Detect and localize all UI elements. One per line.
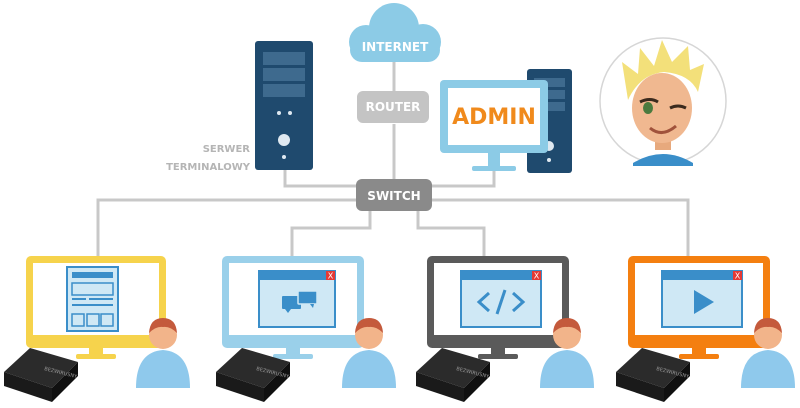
link-switch-ws3 xyxy=(416,210,486,256)
svg-text:X: X xyxy=(534,272,540,281)
workstation-4: X BEZWIRUSNY xyxy=(616,256,795,402)
link-switch-ws2 xyxy=(290,210,372,256)
workstation-3: X BEZWIRUSNY xyxy=(416,256,594,402)
router: ROUTER xyxy=(357,91,429,123)
internet-cloud: INTERNET xyxy=(349,3,441,62)
router-box xyxy=(357,91,429,123)
power-button-icon xyxy=(278,134,290,146)
link-server-switch xyxy=(283,168,358,188)
router-label: ROUTER xyxy=(366,100,421,114)
wireframe-layout-icon xyxy=(66,266,119,332)
workstation-1: BEZWIRUSNY xyxy=(4,256,190,402)
close-icon xyxy=(326,271,335,280)
link-switch-ws1 xyxy=(96,198,358,256)
user-3 xyxy=(540,318,594,388)
svg-text:X: X xyxy=(735,272,741,281)
server-label-line1: SERWER xyxy=(203,144,251,155)
video-player-icon: X xyxy=(661,270,743,328)
avatar-hair xyxy=(622,40,704,100)
user-2 xyxy=(342,318,396,388)
server-label-line2: TERMINALOWY xyxy=(166,162,251,173)
thin-client-1: BEZWIRUSNY xyxy=(4,348,78,402)
internet-label: INTERNET xyxy=(362,40,429,54)
link-switch-ws4 xyxy=(430,198,690,256)
chat-window-icon: X xyxy=(258,270,336,328)
user-4 xyxy=(741,318,795,388)
workstation-2: X BEZWIRUSNY xyxy=(216,256,396,402)
terminal-server: SERWER TERMINALOWY xyxy=(166,41,313,173)
user-icon xyxy=(342,350,396,388)
close-icon xyxy=(733,271,742,280)
switch: SWITCH xyxy=(356,179,432,211)
code-window-icon: X xyxy=(460,270,542,328)
switch-label: SWITCH xyxy=(367,189,420,203)
user-icon xyxy=(136,350,190,388)
link-admin-switch xyxy=(430,170,496,188)
admin-label: ADMIN xyxy=(452,105,536,130)
switch-box xyxy=(356,179,432,211)
network-links xyxy=(96,62,690,256)
admin-avatar xyxy=(599,37,727,166)
close-icon xyxy=(532,271,541,280)
avatar-face xyxy=(632,73,692,143)
thin-client-4: BEZWIRUSNY xyxy=(616,348,690,402)
play-icon xyxy=(694,290,714,314)
svg-text:X: X xyxy=(328,272,334,281)
user-1 xyxy=(136,318,190,388)
admin-station: ADMIN xyxy=(440,69,572,173)
user-icon xyxy=(741,350,795,388)
thin-client-2: BEZWIRUSNY xyxy=(216,348,290,402)
user-icon xyxy=(540,350,594,388)
thin-client-3: BEZWIRUSNY xyxy=(416,348,490,402)
